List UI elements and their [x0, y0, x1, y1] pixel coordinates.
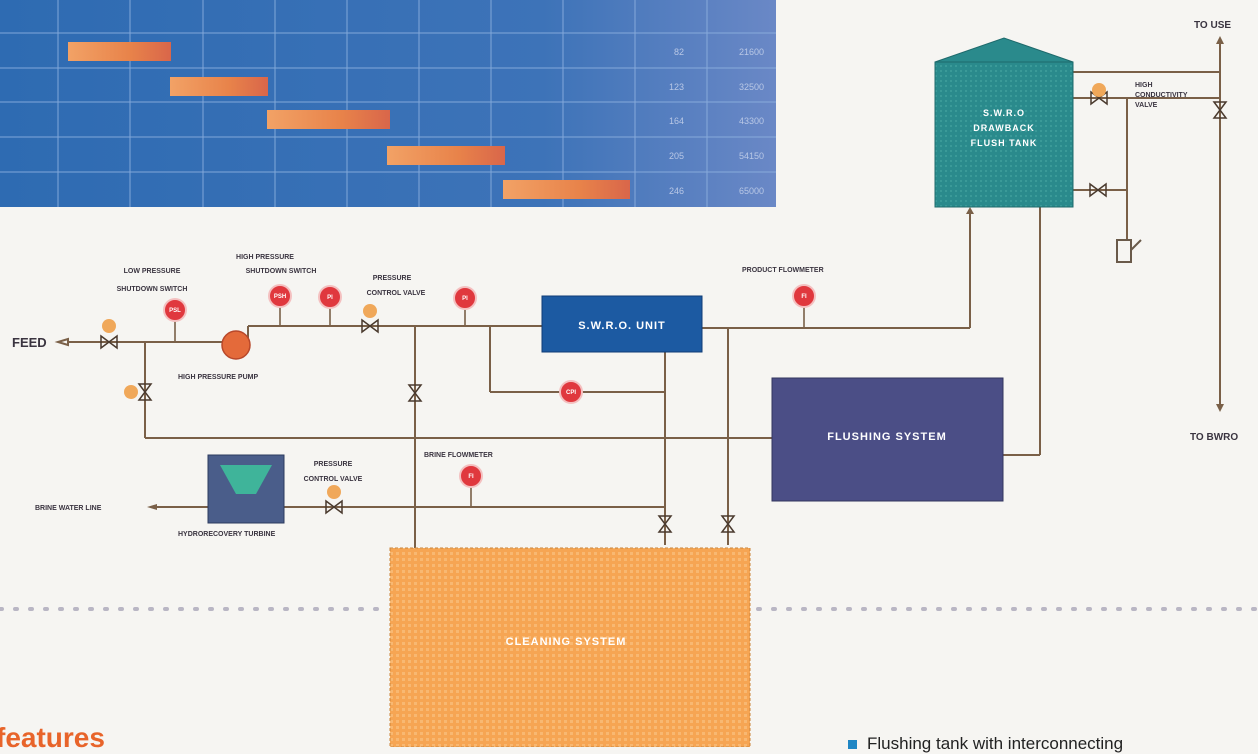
- capacity-table: 82 21600 123 32500 164 43300 205 54150 2…: [0, 0, 776, 207]
- table-cell: 164: [669, 116, 684, 126]
- flowmeter-gauge-icon: [459, 464, 483, 488]
- pressure-control-valve-label: CONTROL VALVE: [367, 290, 426, 297]
- bullet-square-icon: [848, 740, 857, 750]
- low-pressure-switch-label: LOW PRESSURE: [124, 268, 181, 275]
- tank-label-line: FLUSH TANK: [971, 138, 1038, 148]
- table-cell: 205: [669, 151, 684, 161]
- feature-bullet-text: Flushing tank with interconnecting: [867, 734, 1124, 753]
- table-cell: 82: [674, 47, 684, 57]
- instrument-gauges: PSL PSH PI PI FI FI CPI: [163, 284, 816, 488]
- swro-unit-box: [541, 295, 703, 353]
- schedule-bar: [387, 146, 505, 165]
- table-cell: 54150: [739, 151, 764, 161]
- gauge-tag: PI: [462, 296, 468, 302]
- drain-icon: [1116, 239, 1142, 263]
- table-cell: 246: [669, 186, 684, 196]
- features-heading: features: [0, 722, 105, 753]
- valve-icon: [657, 515, 673, 533]
- high-conductivity-valve-label: CONDUCTIVITY: [1135, 92, 1188, 99]
- valve-actuator-icon: [124, 385, 138, 399]
- valve-icon: [1212, 101, 1228, 119]
- to-bwro-label: TO BWRO: [1190, 432, 1238, 443]
- valve-actuator-icon: [1092, 83, 1106, 97]
- turbine-icon: [220, 465, 272, 494]
- table-cell: 123: [669, 82, 684, 92]
- gauge-tag: PI: [327, 295, 333, 301]
- pressure-switch-gauge-icon: [163, 298, 187, 322]
- feed-label: FEED: [12, 335, 47, 350]
- schedule-bar: [170, 77, 268, 96]
- valve-icon: [100, 334, 118, 350]
- swro-unit-label: S.W.R.O. UNIT: [578, 320, 666, 332]
- to-use-label: TO USE: [1194, 20, 1231, 31]
- table-cell: 21600: [739, 47, 764, 57]
- valve-actuator-icon: [102, 319, 116, 333]
- valve-icon: [325, 499, 343, 515]
- valve-actuator-icon: [327, 485, 341, 499]
- valve-icon: [407, 384, 423, 402]
- gauge-tag: PSH: [274, 294, 286, 300]
- valve-icon: [1090, 90, 1108, 106]
- pressure-gauge-icon: [453, 286, 477, 310]
- table-cell: 43300: [739, 116, 764, 126]
- low-pressure-switch-label: SHUTDOWN SWITCH: [117, 286, 188, 293]
- pressure-gauge-icon: [559, 380, 583, 404]
- tank-label-line: S.W.R.O: [983, 108, 1025, 118]
- cleaning-system-label: CLEANING SYSTEM: [506, 636, 627, 648]
- flush-tank: S.W.R.O DRAWBACK FLUSH TANK: [934, 37, 1074, 208]
- brine-flowmeter-label: BRINE FLOWMETER: [424, 452, 493, 459]
- high-conductivity-valve-label: HIGH: [1135, 82, 1153, 89]
- pressure-control-valve-label: PRESSURE: [373, 275, 412, 282]
- schedule-bar: [68, 42, 171, 61]
- flushing-system-box: [771, 377, 1004, 502]
- pressure-control-valve-label: CONTROL VALVE: [304, 476, 363, 483]
- pressure-control-valve-label: PRESSURE: [314, 461, 353, 468]
- valve-icon: [137, 383, 153, 401]
- hydrorecovery-turbine-label: HYDRORECOVERY TURBINE: [178, 531, 276, 538]
- valve-icon: [720, 515, 736, 533]
- schedule-bar: [267, 110, 390, 129]
- pipework: [54, 36, 1224, 548]
- valves: [100, 83, 1228, 533]
- product-flowmeter-label: PRODUCT FLOWMETER: [742, 267, 824, 274]
- gauge-tag: FI: [801, 294, 807, 300]
- gauge-tag: PSL: [169, 308, 181, 314]
- tank-label-line: DRAWBACK: [973, 123, 1035, 133]
- high-pressure-switch-label: SHUTDOWN SWITCH: [246, 268, 317, 275]
- table-cell: 32500: [739, 82, 764, 92]
- feature-bullet: Flushing tank with interconnecting: [848, 734, 1123, 754]
- table-cell: 65000: [739, 186, 764, 196]
- flushing-system-label: FLUSHING SYSTEM: [827, 431, 947, 443]
- pump-icon: [221, 330, 251, 360]
- gauge-tag: FI: [468, 474, 474, 480]
- high-conductivity-valve-label: VALVE: [1135, 102, 1158, 109]
- high-pressure-switch-label: HIGH PRESSURE: [236, 254, 294, 261]
- hydrorecovery-turbine: [207, 454, 285, 524]
- schedule-bar: [503, 180, 630, 199]
- gauge-tag: CPI: [566, 390, 576, 396]
- pressure-gauge-icon: [318, 285, 342, 309]
- pressure-switch-gauge-icon: [268, 284, 292, 308]
- cleaning-system-box: [389, 547, 751, 747]
- valve-icon: [361, 318, 379, 334]
- valve-icon: [1089, 182, 1107, 198]
- brine-water-line-label: BRINE WATER LINE: [35, 505, 102, 512]
- high-pressure-pump-label: HIGH PRESSURE PUMP: [178, 374, 258, 381]
- valve-actuator-icon: [363, 304, 377, 318]
- flowmeter-gauge-icon: [792, 284, 816, 308]
